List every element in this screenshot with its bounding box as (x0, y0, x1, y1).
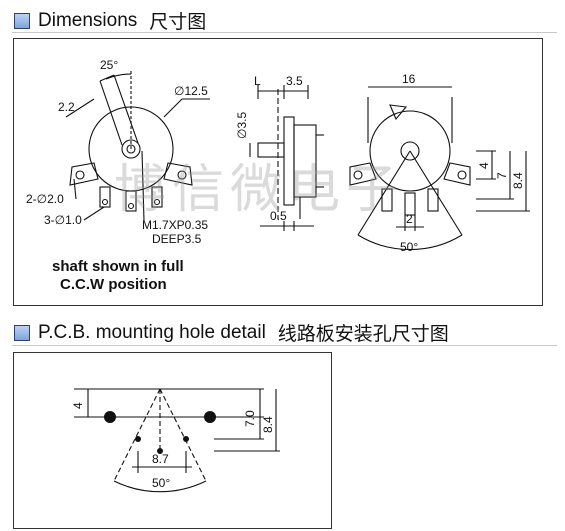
front-lug-left-hole (75, 170, 85, 180)
rear-lug-left (349, 162, 377, 186)
note-line-1: shaft shown in full (52, 258, 184, 275)
front-holes-large-label: 2-∅2.0 (26, 192, 64, 206)
front-angle-arc (105, 73, 132, 80)
pcb-hole-left-large (104, 411, 116, 423)
rear-width-label: 16 (402, 72, 416, 86)
rear-h84-label: 8.4 (511, 172, 525, 189)
section-divider (12, 32, 557, 33)
rear-angle-ray-right (409, 150, 463, 236)
front-thread-leader (141, 150, 145, 222)
rear-center-circle (400, 141, 420, 161)
front-diameter-leader (163, 98, 183, 118)
side-diameter-label: ∅3.5 (235, 112, 249, 139)
front-pin-2-hole (127, 202, 135, 210)
front-thread-label: M1.7XP0.35 (142, 218, 208, 232)
rear-body-circle (369, 110, 451, 192)
note-line-2: C.C.W position (60, 276, 167, 293)
front-lug-left (69, 162, 99, 186)
pcb-hole-pin-3 (183, 436, 189, 442)
rear-pin-3 (427, 188, 439, 212)
front-pin-3-hole (153, 198, 161, 206)
rear-lug-right (443, 162, 471, 186)
section-title-cn: 线路板安装孔尺寸图 (277, 324, 449, 345)
rear-lug-right-hole (457, 170, 467, 180)
front-shaft-circle (121, 139, 141, 159)
front-thread-hole (126, 144, 136, 154)
front-diag-dim-line (65, 98, 95, 118)
front-pin-1-hole (101, 198, 109, 206)
pcb-drawing-panel: 4 7.0 8.4 8.7 50° (13, 352, 332, 529)
pcb-hole-pin-1 (135, 436, 141, 442)
front-lug-right (163, 162, 193, 186)
section-dimensions-header: Dimensions 尺寸图 (14, 7, 206, 34)
rear-h4-label: 4 (477, 162, 491, 169)
rear-angle-ray-left (357, 150, 411, 236)
dimensions-drawing-panel: 25° 2.2 ∅12.5 2-∅2.0 3-∅1.0 M1.7XP0.35 D… (13, 38, 543, 306)
front-diameter-label: ∅12.5 (174, 84, 208, 98)
pcb-angle-arc (113, 480, 207, 493)
front-diag-label: 2.2 (58, 100, 75, 114)
front-lug-right-hole (177, 170, 187, 180)
section-square-icon (14, 12, 30, 29)
side-body (293, 124, 317, 198)
rear-pin-2 (404, 192, 416, 216)
front-pin-3 (151, 186, 163, 208)
side-05-label: 0.5 (270, 209, 287, 223)
section-title: P.C.B. mounting hole detail (38, 321, 266, 343)
rear-angle-label: 50° (400, 240, 418, 254)
section-pcb-header: P.C.B. mounting hole detail 线路板安装孔尺寸图 (14, 319, 449, 346)
section-title-cn: 尺寸图 (149, 12, 207, 33)
front-shaft-edge-left (99, 80, 123, 146)
front-pin-2 (125, 190, 137, 212)
section-title: Dimensions (38, 9, 138, 31)
rear-h7-label: 7 (495, 172, 509, 179)
front-holes-large-leader (73, 178, 77, 200)
section-square-icon (14, 324, 30, 341)
section-divider (12, 345, 557, 346)
rear-angle-arc (357, 234, 463, 251)
pcb-hole-right-large (204, 411, 216, 423)
front-holes-small-leader (83, 206, 105, 221)
front-deep-label: DEEP3.5 (152, 232, 202, 246)
front-shaft-tip (99, 74, 115, 82)
dimensions-drawing: 25° 2.2 ∅12.5 2-∅2.0 3-∅1.0 M1.7XP0.35 D… (26, 58, 530, 293)
pcb-v4-label: 4 (71, 402, 85, 409)
rear-gap-label: 2 (406, 212, 413, 226)
pcb-v70-label: 7.0 (243, 410, 257, 427)
front-pin-1 (99, 186, 111, 208)
rear-lug-left-hole (353, 170, 363, 180)
pcb-drawing: 4 7.0 8.4 8.7 50° (71, 388, 280, 493)
pcb-ray-right (159, 388, 207, 482)
front-angle-label: 25° (100, 58, 118, 72)
side-35-label: 3.5 (286, 74, 303, 88)
pcb-ray-left (113, 388, 161, 482)
pcb-v84-label: 8.4 (261, 416, 275, 433)
front-holes-small-label: 3-∅1.0 (44, 213, 82, 227)
pcb-h87-label: 8.7 (152, 452, 169, 466)
pcb-hole-pin-2 (157, 448, 163, 454)
side-L-label: L (254, 74, 261, 88)
watermark: 博信微电子 (114, 160, 405, 220)
rear-clip (389, 104, 408, 121)
pcb-angle-label: 50° (152, 476, 170, 490)
front-shaft-edge-right (113, 74, 139, 144)
